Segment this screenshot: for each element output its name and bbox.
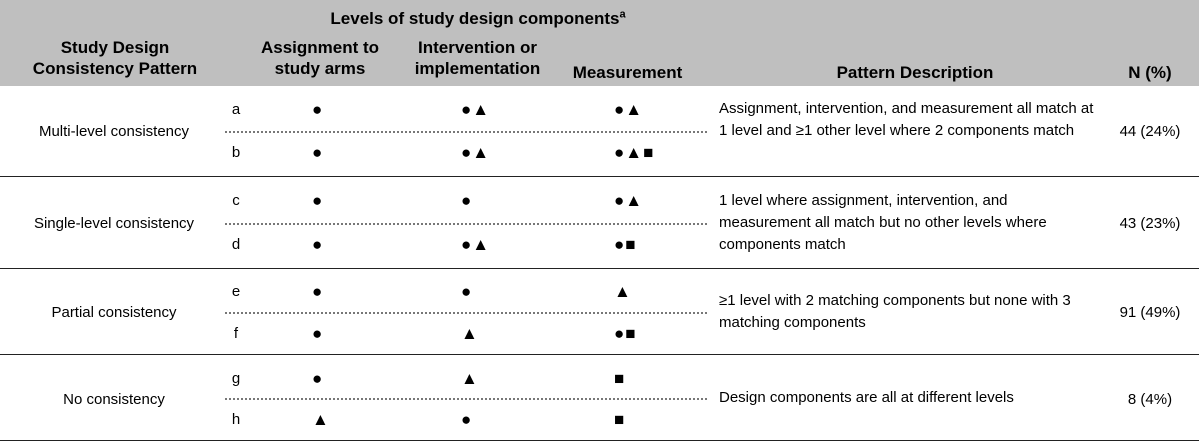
row-id: f [233, 325, 239, 342]
row-id: h [231, 411, 241, 428]
assignment-symbols: ● [312, 191, 324, 210]
intervention-symbols: ● [461, 191, 473, 210]
measurement-symbols: ▲ [614, 282, 632, 301]
measurement-symbols: ●■ [614, 235, 637, 254]
intervention-symbols: ●▲ [461, 100, 491, 119]
assignment-symbols: ● [312, 282, 324, 301]
header-interv-line1: Intervention or [417, 38, 537, 57]
row-divider [225, 131, 707, 133]
measurement-symbols: ●■ [614, 324, 637, 343]
pattern-group-single-level: Single-level consistency c ● ● ●▲ d ● ●▲… [0, 177, 1199, 269]
intervention-symbols: ▲ [461, 324, 479, 343]
table-row: d ● ●▲ ●■ [0, 223, 1199, 267]
header-intervention: Intervention or implementation [400, 37, 555, 79]
assignment-symbols: ● [312, 143, 324, 162]
measurement-symbols: ■ [614, 369, 626, 388]
measurement-symbols: ●▲ [614, 191, 644, 210]
table-row: c ● ● ●▲ [0, 179, 1199, 223]
header-interv-line2: implementation [414, 59, 541, 78]
header-measurement: Measurement [572, 63, 683, 82]
header-pattern-line2: Consistency Pattern [32, 59, 198, 78]
pattern-description: Design components are all at different l… [719, 389, 1014, 406]
pattern-group-partial: Partial consistency e ● ● ▲ f ● ▲ ●■ ≥1 … [0, 269, 1199, 355]
levels-title-sup: a [619, 8, 626, 21]
header-assign-line1: Assignment to [260, 38, 380, 57]
assignment-symbols: ● [312, 324, 324, 343]
table-row: g ● ▲ ■ [0, 357, 1199, 401]
intervention-symbols: ▲ [461, 369, 479, 388]
table-row: h ▲ ● ■ [0, 398, 1199, 442]
pattern-group-none: No consistency g ● ▲ ■ h ▲ ● ■ Design co… [0, 355, 1199, 441]
pattern-label: Multi-level consistency [38, 123, 190, 140]
header-pattern-col: Study Design Consistency Pattern [20, 37, 210, 79]
pattern-description: Assignment, intervention, and measuremen… [719, 100, 1094, 139]
header-description: Pattern Description [836, 63, 994, 82]
pattern-n: 8 (4%) [1127, 391, 1173, 408]
intervention-symbols: ●▲ [461, 235, 491, 254]
pattern-description: ≥1 level with 2 matching components but … [719, 292, 1071, 331]
row-divider [225, 312, 707, 314]
row-id: e [231, 283, 241, 300]
levels-title-text: Levels of study design components [330, 9, 620, 28]
header-assign-line2: study arms [274, 59, 366, 78]
pattern-label: Partial consistency [51, 304, 177, 321]
table-header: Study Design Consistency Pattern Levels … [0, 0, 1199, 86]
header-n: N (%) [1128, 63, 1172, 82]
header-levels-title: Levels of study design componentsa [318, 8, 638, 29]
header-pattern-line1: Study Design [60, 38, 170, 57]
assignment-symbols: ● [312, 369, 324, 388]
table-row: f ● ▲ ●■ [0, 312, 1199, 356]
pattern-n: 44 (24%) [1119, 123, 1181, 140]
table-row: e ● ● ▲ [0, 270, 1199, 314]
row-divider [225, 398, 707, 400]
measurement-symbols: ■ [614, 410, 626, 429]
intervention-symbols: ● [461, 282, 473, 301]
pattern-label: No consistency [63, 391, 165, 408]
table-row: b ● ●▲ ●▲■ [0, 131, 1199, 175]
row-id: b [231, 144, 241, 161]
header-assignment: Assignment to study arms [250, 37, 390, 79]
assignment-symbols: ● [312, 235, 324, 254]
measurement-symbols: ●▲■ [614, 143, 655, 162]
measurement-symbols: ●▲ [614, 100, 644, 119]
intervention-symbols: ● [461, 410, 473, 429]
table-row: a ● ●▲ ●▲ [0, 88, 1199, 132]
pattern-group-multi-level: Multi-level consistency a ● ●▲ ●▲ b ● ●▲… [0, 86, 1199, 177]
assignment-symbols: ● [312, 100, 324, 119]
row-divider [225, 223, 707, 225]
pattern-description: 1 level where assignment, intervention, … [719, 192, 1047, 253]
pattern-n: 91 (49%) [1119, 304, 1181, 321]
pattern-label: Single-level consistency [33, 215, 195, 232]
row-id: a [231, 101, 241, 118]
row-id: c [232, 192, 240, 209]
row-id: g [231, 370, 241, 387]
intervention-symbols: ●▲ [461, 143, 491, 162]
assignment-symbols: ▲ [312, 410, 330, 429]
pattern-n: 43 (23%) [1119, 215, 1181, 232]
row-id: d [231, 236, 241, 253]
